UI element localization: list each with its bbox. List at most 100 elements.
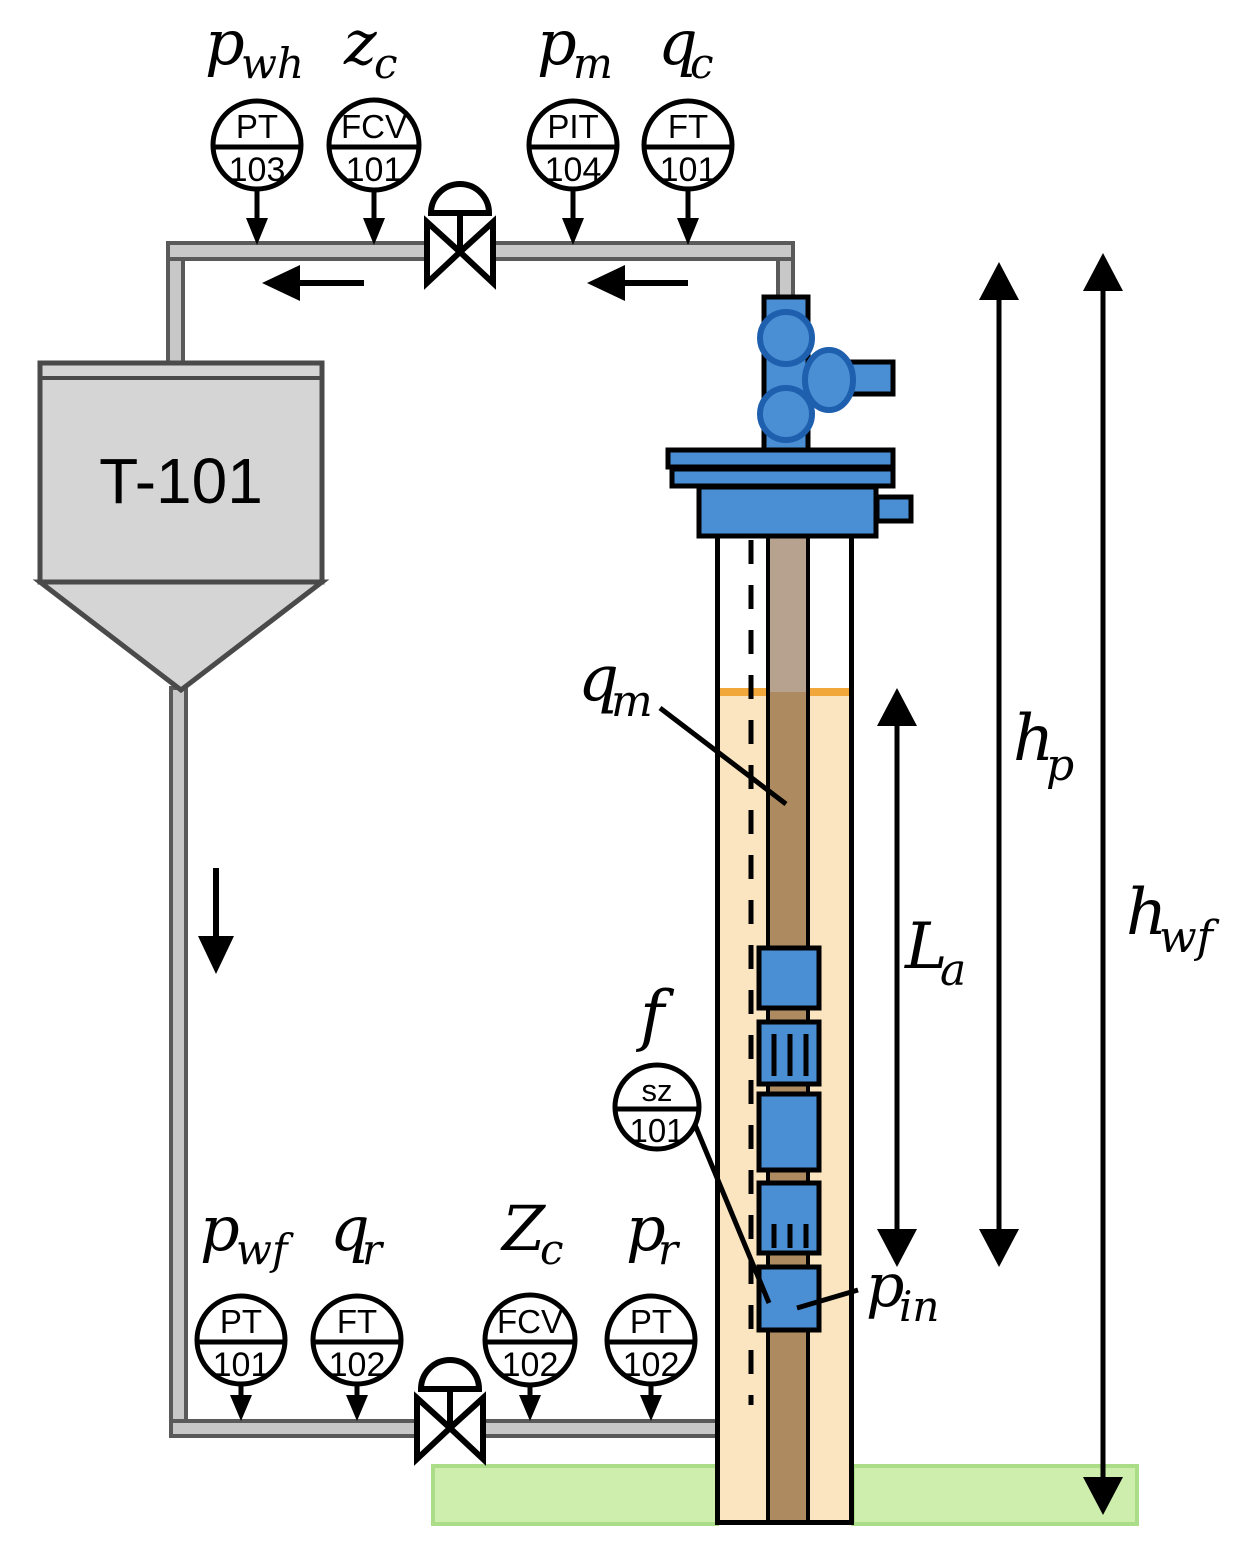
valve-body-right <box>455 215 496 290</box>
hp-arrowhead-up <box>979 262 1019 300</box>
label-main: p <box>626 1192 666 1265</box>
casing-right-line <box>849 535 854 1525</box>
instrument-tag: PT <box>630 1303 672 1340</box>
label-main: p <box>866 1251 904 1321</box>
tank-t101: T-101 <box>32 360 330 694</box>
instrument-tag: PIT <box>547 108 598 145</box>
flow-arrowhead <box>262 265 300 301</box>
label-subscript: in <box>899 1282 939 1331</box>
label-main: p <box>205 6 245 79</box>
la-arrowhead-down <box>877 1229 917 1267</box>
connector-arrowhead <box>519 1395 541 1421</box>
instrument-number: 102 <box>623 1346 680 1384</box>
connector-arrowhead <box>230 1395 252 1421</box>
pipe-top-run-left <box>166 241 429 261</box>
dimension-arrows <box>877 253 1123 1515</box>
top-pipeline <box>166 241 795 367</box>
label-main: Z <box>500 1192 546 1265</box>
instrument-sz101: sz 101 <box>612 1062 772 1304</box>
instrument-number: 102 <box>502 1346 559 1384</box>
connector-arrowhead <box>363 218 385 245</box>
label-main: q <box>658 6 698 79</box>
label-pr: p r <box>626 1192 681 1274</box>
pin-leader-line <box>796 1287 859 1311</box>
label-la: L a <box>904 910 966 996</box>
tubing-upper <box>770 535 806 692</box>
label-pm: p m <box>537 6 613 88</box>
connector-arrowhead <box>562 218 584 245</box>
label-pwh: p wh <box>205 6 304 88</box>
label-subscript: r <box>658 1225 681 1274</box>
label-subscript: c <box>690 39 714 88</box>
instrument-pit104: PIT 104 <box>526 98 620 245</box>
instrument-number: 101 <box>213 1346 270 1384</box>
label-subscript: wf <box>236 1225 294 1274</box>
instrument-fcv102: FCV 102 <box>482 1292 578 1421</box>
label-main: z <box>343 6 377 79</box>
label-pwf: p wf <box>200 1192 294 1274</box>
esp-section-1 <box>756 945 822 1011</box>
esp-section-3 <box>756 1091 822 1173</box>
wellhead-flange-lower <box>669 466 896 489</box>
connector-arrowhead <box>346 1395 368 1421</box>
hwf-arrowhead-up <box>1083 253 1123 291</box>
wellhead-valve-wheel-top <box>757 309 815 367</box>
flow-arrows <box>198 265 688 974</box>
instrument-number: 101 <box>629 1112 684 1149</box>
label-subscript: c <box>540 1225 564 1274</box>
connector-arrowhead <box>677 218 699 245</box>
label-main: p <box>200 1192 240 1265</box>
qm-leader-line <box>658 706 788 806</box>
label-subscript: r <box>362 1225 385 1274</box>
sz101-leader-line <box>690 1119 772 1304</box>
instrument-ft102: FT 102 <box>310 1293 404 1421</box>
connector-arrowhead <box>246 218 268 245</box>
pipe-top-left-vertical <box>166 241 185 367</box>
instrument-number: 104 <box>545 151 602 189</box>
hwf-arrowhead-down <box>1083 1477 1123 1515</box>
label-subscript: m <box>611 676 653 727</box>
instrument-tag: PT <box>236 108 278 145</box>
label-subscript: c <box>374 39 398 88</box>
pipe-top-run-right <box>491 241 795 261</box>
label-main: h <box>1126 876 1167 950</box>
wellhead <box>665 294 914 539</box>
instrument-number: 103 <box>229 151 286 189</box>
instrument-pt103: PT 103 <box>210 98 304 245</box>
esp-section-4 <box>756 1180 822 1256</box>
label-subscript: p <box>1046 740 1074 791</box>
label-main: q <box>578 642 619 716</box>
label-subscript: a <box>940 945 966 996</box>
instrument-pt101: PT 101 <box>194 1293 288 1421</box>
flow-arrowhead <box>198 936 234 974</box>
control-valve-bottom <box>414 1357 486 1466</box>
label-subscript: m <box>573 39 613 88</box>
label-f: f <box>635 977 675 1054</box>
instrument-tag: PT <box>220 1303 262 1340</box>
label-subscript: wf <box>1159 912 1220 963</box>
hp-arrowhead-down <box>979 1229 1019 1267</box>
valve-body-left <box>424 215 465 290</box>
connector-arrowhead <box>640 1395 662 1421</box>
wellhead-valve-wheel-bottom <box>757 385 815 443</box>
ground-right <box>851 1464 1139 1526</box>
label-zc: z c <box>343 6 398 88</box>
label-main: p <box>537 6 577 79</box>
la-arrowhead-up <box>877 688 917 726</box>
valve-actuator-dome <box>427 181 493 216</box>
control-valve-top <box>424 181 496 290</box>
label-qm: q m <box>578 642 788 806</box>
pipe-bottom-left-vertical <box>169 686 188 1438</box>
label-main: q <box>330 1192 370 1265</box>
pipe-bottom-run-left <box>169 1419 419 1438</box>
wellhead-body <box>696 484 879 539</box>
label-qc: q c <box>658 6 714 88</box>
valve-body-left <box>414 1391 455 1466</box>
instrument-tag: sz <box>642 1073 673 1108</box>
instrument-ft101: FT 101 <box>641 98 735 245</box>
flow-arrowhead <box>587 265 625 301</box>
esp-pump-string <box>756 945 822 1333</box>
instrument-pt102: PT 102 <box>604 1293 698 1421</box>
